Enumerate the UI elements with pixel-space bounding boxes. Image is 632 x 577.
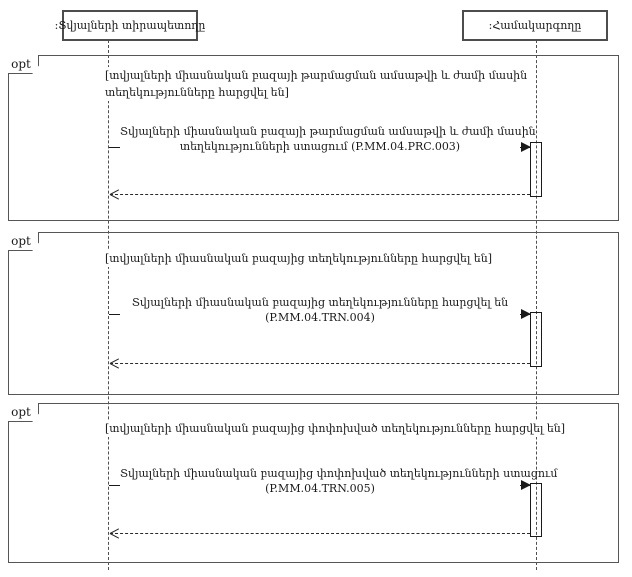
actor-coordinator-label: :Համակարգողը bbox=[488, 19, 582, 32]
guard-condition-2: [տվյալների միասնական բազայից տեղեկությու… bbox=[103, 250, 494, 267]
actor-data-owner: :Տվյալների տիրապետողը bbox=[55, 10, 205, 41]
lifeline-data-owner bbox=[108, 40, 109, 570]
opt-fragment-1: opt bbox=[8, 55, 619, 221]
opt-operator-label: opt bbox=[8, 232, 39, 251]
return-message-line-2 bbox=[110, 363, 530, 364]
activation-bar-3 bbox=[530, 483, 542, 537]
lifeline-coordinator bbox=[536, 40, 537, 570]
guard-condition-3: [տվյալների միասնական բազայից փոփոխված տե… bbox=[103, 420, 568, 437]
activation-bar-2 bbox=[530, 312, 542, 367]
call-arrowhead-3 bbox=[521, 480, 531, 490]
guard-condition-1: [տվյալների միասնական բազայի թարմացման ամ… bbox=[103, 67, 530, 101]
actor-data-owner-label: :Տվյալների տիրապետողը bbox=[54, 19, 206, 32]
activation-bar-1 bbox=[530, 142, 542, 197]
return-message-line-1 bbox=[110, 194, 530, 195]
call-arrowhead-2 bbox=[521, 309, 531, 319]
opt-fragment-2: opt bbox=[8, 232, 619, 395]
actor-coordinator: :Համակարգողը bbox=[462, 10, 608, 41]
opt-operator-label: opt bbox=[8, 55, 39, 74]
return-message-line-3 bbox=[110, 533, 530, 534]
opt-operator-label: opt bbox=[8, 403, 39, 422]
call-message-label-2: Տվյալների միասնական բազայից տեղեկություն… bbox=[120, 295, 520, 325]
call-message-label-1: Տվյալների միասնական բազայի թարմացման ամս… bbox=[120, 124, 536, 154]
opt-fragment-3: opt bbox=[8, 403, 619, 563]
call-message-label-3: Տվյալների միասնական բազայից փոփոխված տեղ… bbox=[120, 466, 558, 496]
call-arrowhead-1 bbox=[521, 142, 531, 152]
